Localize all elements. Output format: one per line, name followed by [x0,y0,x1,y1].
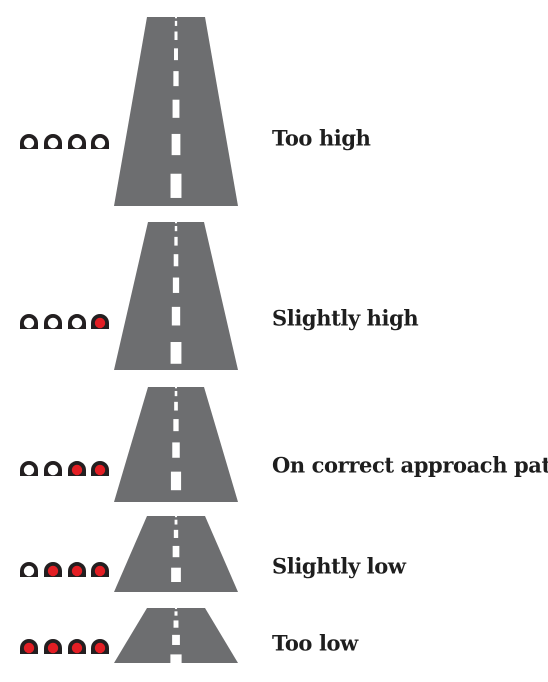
papi-row [20,516,238,592]
papi-row [20,17,238,206]
papi-light [44,461,62,476]
centerline-dash [173,71,179,87]
row-label-too-low: Too low [272,630,358,656]
centerline-dash [174,222,178,224]
red-light [94,317,106,329]
papi-light [44,639,62,654]
centerline-dash [172,99,180,118]
papi-row [20,608,238,663]
centerline-dash [174,31,178,41]
papi-light [20,314,38,329]
centerline-dash [174,516,178,518]
red-light [71,642,83,654]
centerline-dash [172,634,180,645]
white-light [71,137,83,149]
centerline-dash [174,519,178,525]
centerline-dash [174,390,178,397]
centerline-dash [173,529,179,538]
red-light [47,565,59,577]
centerline-dash [174,611,178,616]
papi-light [68,639,86,654]
white-light [47,317,59,329]
red-light [71,565,83,577]
papi-light [91,639,109,654]
papi-light [91,314,109,329]
papi-light [68,134,86,149]
row-label-too-high: Too high [272,125,371,151]
centerline-dash [174,48,178,61]
white-light [94,137,106,149]
centerline-dash [170,173,182,198]
centerline-dash [173,419,179,432]
papi-light [91,562,109,577]
centerline-dash [170,471,182,491]
white-light [47,137,59,149]
papi-light [68,461,86,476]
papi-light [68,314,86,329]
row-label-slightly-low: Slightly low [272,553,406,579]
runway [114,222,238,370]
centerline-dash [174,225,178,232]
papi-light [44,562,62,577]
white-light [23,317,35,329]
white-light [23,137,35,149]
white-light [23,565,35,577]
papi-light [91,461,109,476]
centerline-dash [173,620,179,628]
centerline-dash [171,306,181,326]
centerline-dash [170,342,182,364]
red-light [94,642,106,654]
papi-light [20,562,38,577]
centerline-dash [174,17,178,19]
papi-light [91,134,109,149]
centerline-dash [170,654,182,663]
centerline-dash [174,236,178,246]
centerline-dash [174,401,178,411]
papi-light [20,461,38,476]
papi-row [20,387,238,502]
papi-light [44,134,62,149]
white-light [23,464,35,476]
papi-light [68,562,86,577]
papi-light [20,639,38,654]
centerline-dash [171,133,181,156]
papi-light [44,314,62,329]
centerline-dash [174,20,178,26]
papi-light [20,134,38,149]
red-light [23,642,35,654]
centerline-dash [172,442,180,458]
centerline-dash [172,545,180,558]
centerline-dash [174,608,178,610]
centerline-dash [174,387,178,389]
red-light [94,565,106,577]
row-label-on-correct-path: On correct approach path [272,452,548,478]
row-label-slightly-high: Slightly high [272,305,419,331]
red-light [94,464,106,476]
centerline-dash [172,277,180,293]
papi-row [20,222,238,370]
white-light [71,317,83,329]
white-light [47,464,59,476]
centerline-dash [173,254,179,267]
centerline-dash [171,567,181,583]
red-light [47,642,59,654]
red-light [71,464,83,476]
